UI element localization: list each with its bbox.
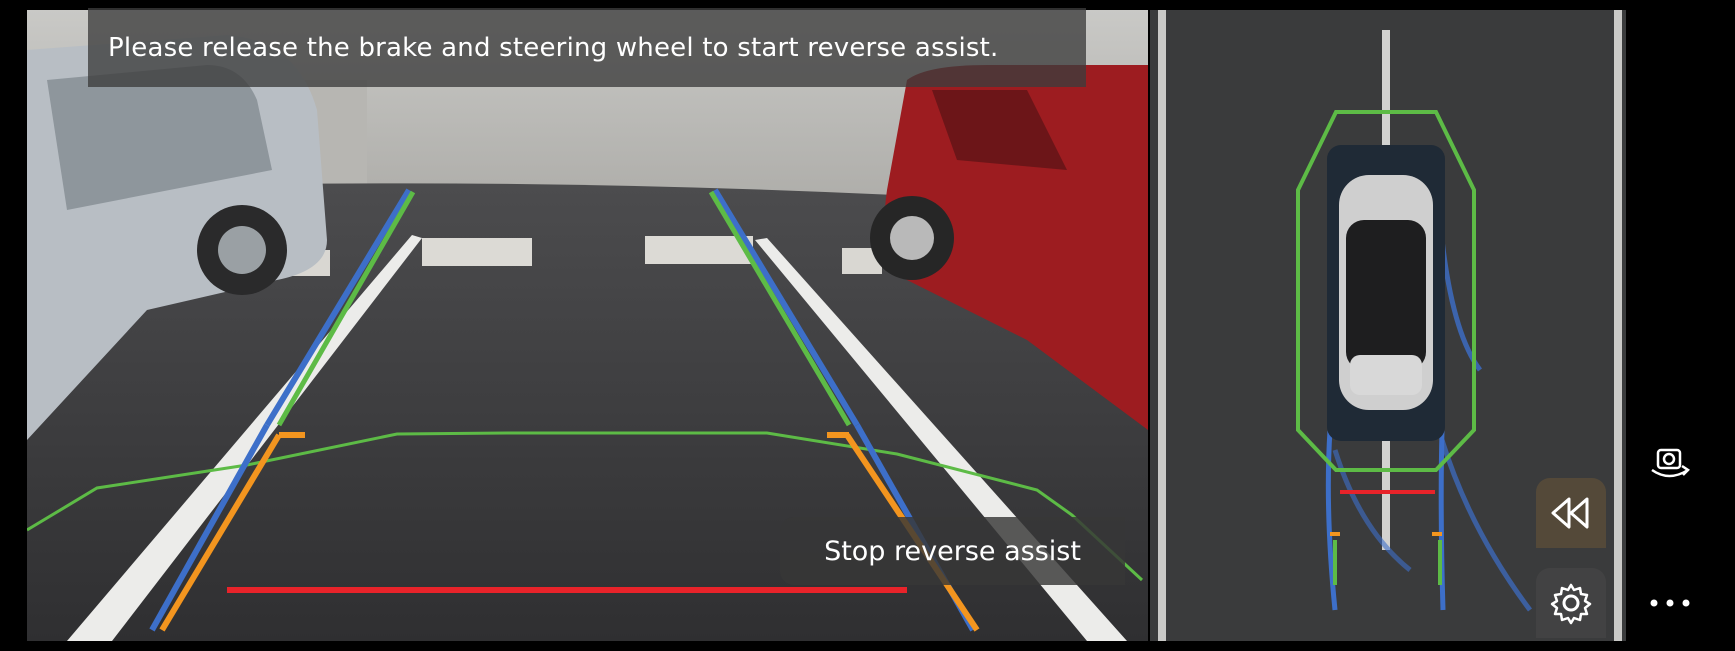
more-options-button[interactable]	[1634, 588, 1706, 618]
gear-icon	[1550, 583, 1592, 625]
stop-reverse-assist-label: Stop reverse assist	[824, 535, 1081, 567]
camera-switch-button[interactable]	[1634, 435, 1706, 493]
settings-button[interactable]	[1536, 568, 1606, 638]
top-view-scene	[1150, 10, 1626, 641]
instruction-text: Please release the brake and steering wh…	[108, 32, 999, 63]
right-sidebar	[1626, 10, 1727, 641]
instruction-banner: Please release the brake and steering wh…	[88, 8, 1086, 87]
more-dots-icon	[1650, 599, 1690, 607]
rewind-button[interactable]	[1536, 478, 1606, 548]
camera-rotate-icon	[1651, 448, 1690, 478]
stop-reverse-assist-button[interactable]: Stop reverse assist	[780, 517, 1125, 585]
rewind-icon	[1551, 497, 1589, 529]
